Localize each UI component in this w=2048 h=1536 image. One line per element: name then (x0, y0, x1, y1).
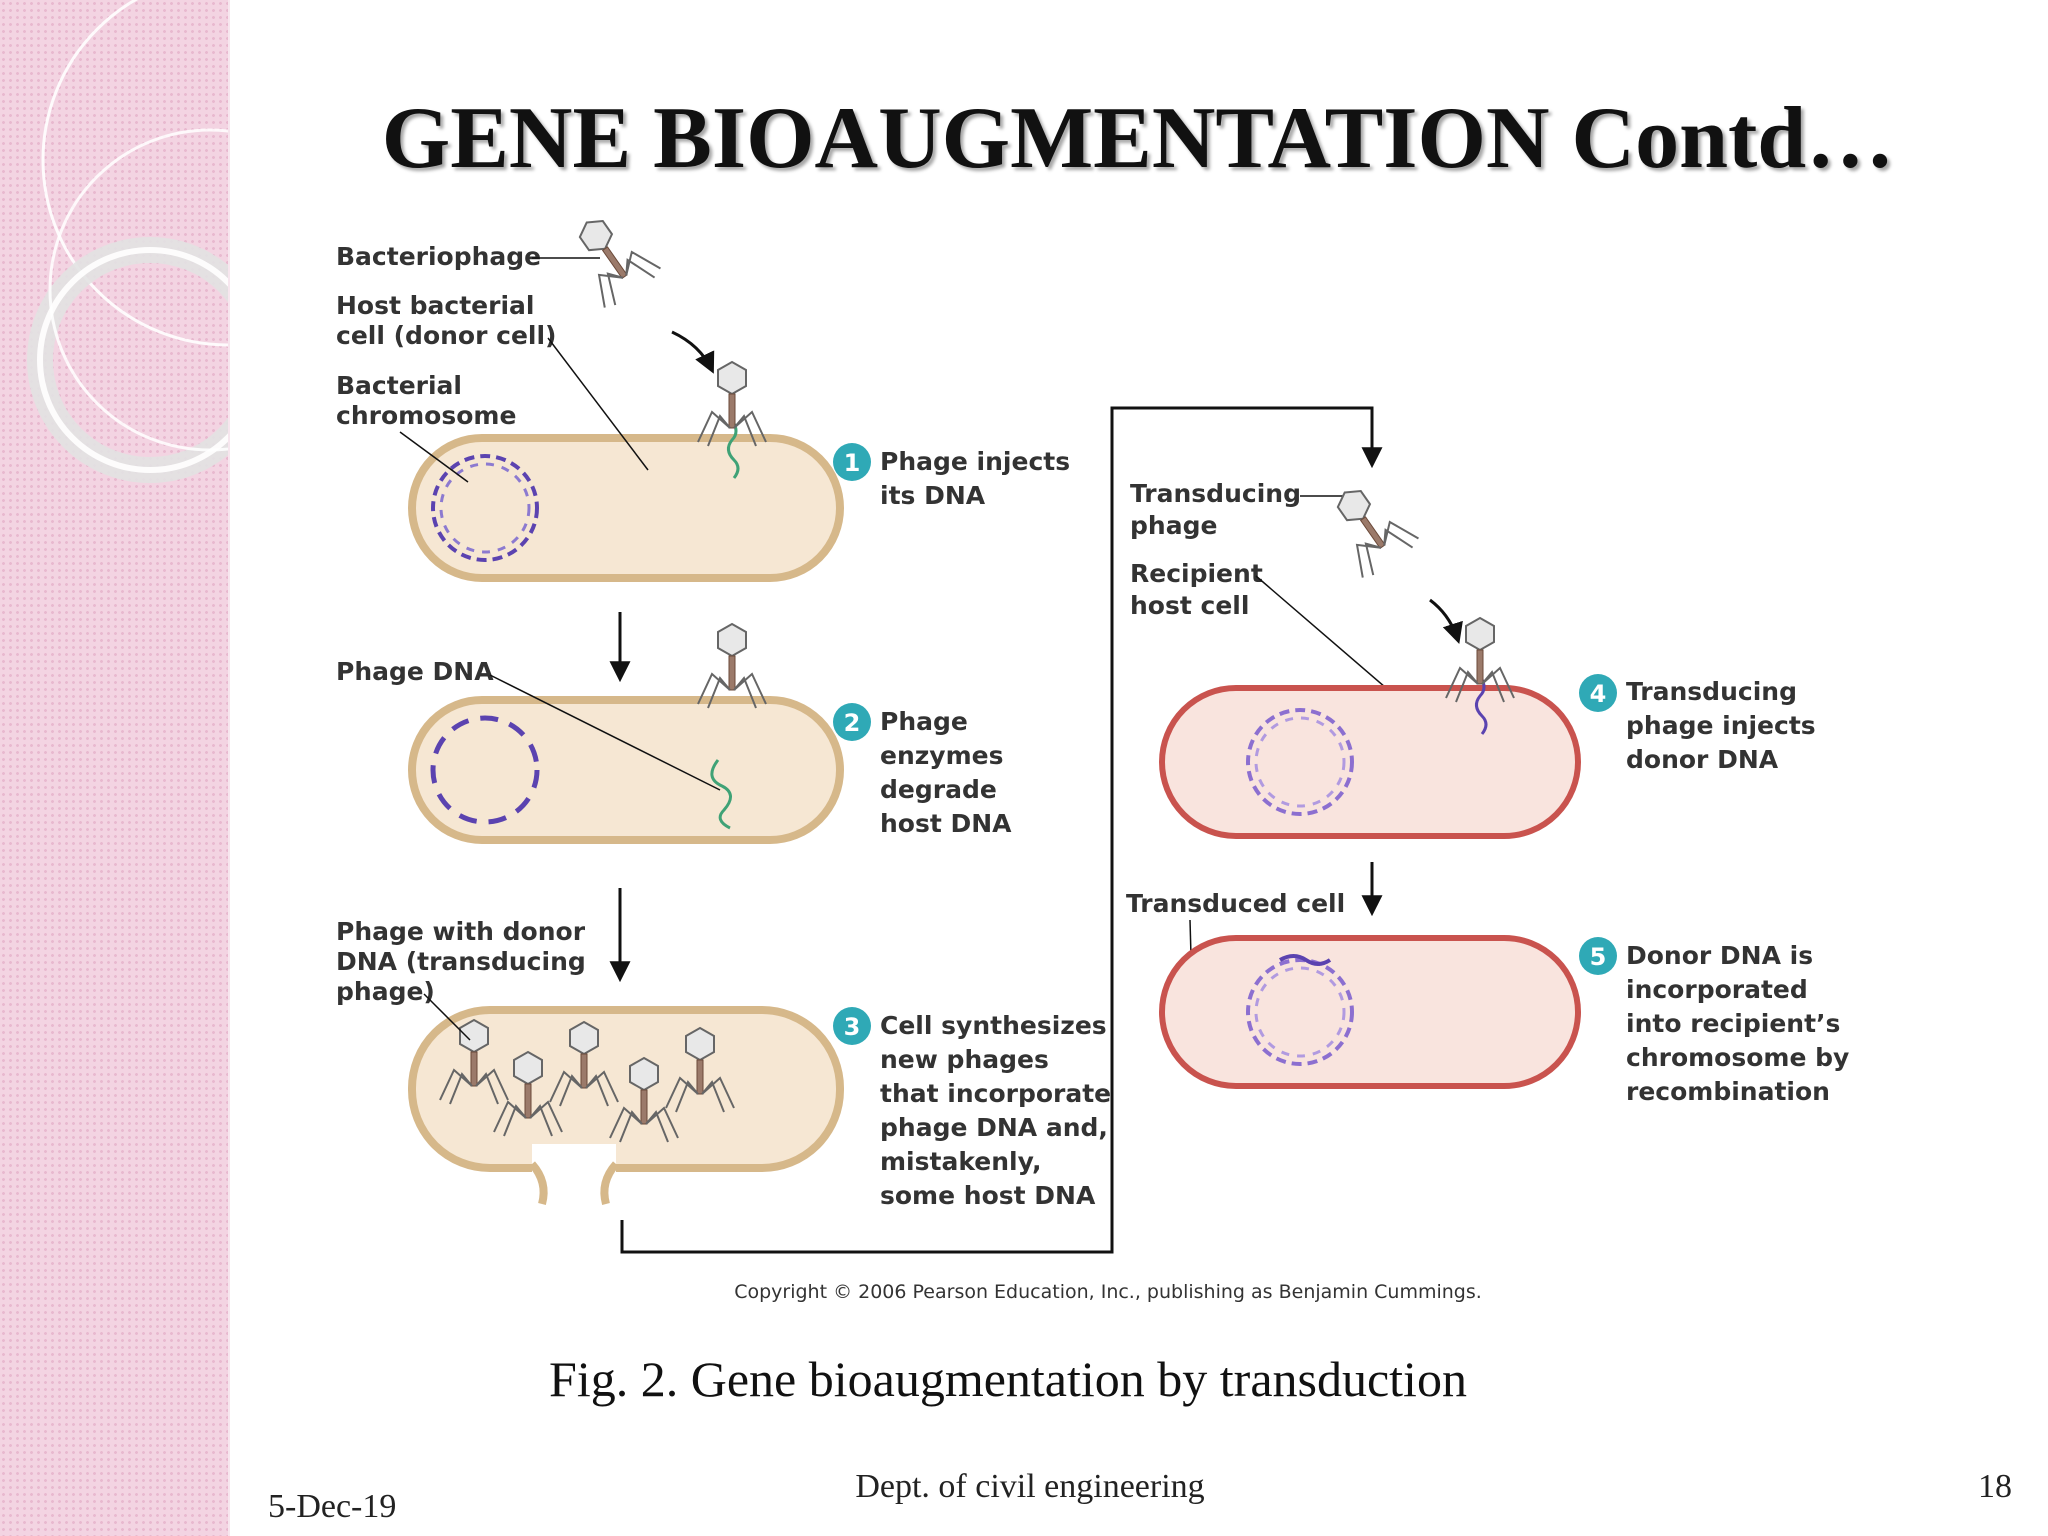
svg-text:chromosome by: chromosome by (1626, 1043, 1849, 1072)
svg-text:1: 1 (844, 449, 861, 477)
svg-text:Phage injects: Phage injects (880, 447, 1070, 476)
page-number: 18 (1978, 1468, 2012, 1505)
svg-text:phage DNA and,: phage DNA and, (880, 1113, 1108, 1142)
donor-cell-step3 (408, 1006, 844, 1206)
svg-text:4: 4 (1590, 680, 1607, 708)
slide-title: GENE BIOAUGMENTATION Contd… (381, 90, 1895, 187)
label-phage-dna: Phage DNA (336, 657, 494, 686)
process-connector (620, 406, 1383, 1254)
transduction-diagram: Bacteriophage Host bacterial cell (donor… (336, 220, 1849, 1303)
step-5: 5 Donor DNA is incorporated into recipie… (1579, 937, 1849, 1106)
svg-text:Donor DNA is: Donor DNA is (1626, 941, 1813, 970)
footer-department: Dept. of civil engineering (855, 1468, 1205, 1505)
label-host-cell-1: Host bacterial (336, 291, 534, 320)
svg-text:3: 3 (844, 1013, 861, 1041)
svg-text:some host DNA: some host DNA (880, 1181, 1096, 1210)
step-3: 3 Cell synthesizes new phages that incor… (833, 1007, 1111, 1210)
svg-text:donor DNA: donor DNA (1626, 745, 1779, 774)
label-phage-donor-2: DNA (transducing (336, 947, 586, 976)
recipient-cell-step4 (1159, 617, 1581, 839)
svg-text:new phages: new phages (880, 1045, 1049, 1074)
svg-text:host DNA: host DNA (880, 809, 1012, 838)
svg-text:recombination: recombination (1626, 1077, 1830, 1106)
svg-text:phage injects: phage injects (1626, 711, 1816, 740)
svg-text:Cell synthesizes: Cell synthesizes (880, 1011, 1107, 1040)
transduced-cell-step5 (1159, 935, 1581, 1089)
label-transducing-phage-2: phage (1130, 511, 1217, 540)
step-1: 1 Phage injects its DNA (833, 443, 1070, 510)
sidebar-decoration (0, 0, 230, 1536)
transducing-phage-free (1315, 471, 1463, 644)
label-recipient-2: host cell (1130, 591, 1249, 620)
step-4: 4 Transducing phage injects donor DNA (1579, 674, 1816, 774)
svg-text:Phage: Phage (880, 707, 968, 736)
label-transducing-phage-1: Transducing (1130, 479, 1301, 508)
figure-caption: Fig. 2. Gene bioaugmentation by transduc… (549, 1351, 1467, 1407)
svg-text:into recipient’s: into recipient’s (1626, 1009, 1840, 1038)
footer-date: 5-Dec-19 (268, 1488, 397, 1525)
svg-text:that incorporate: that incorporate (880, 1079, 1111, 1108)
svg-text:enzymes: enzymes (880, 741, 1004, 770)
label-recipient-1: Recipient (1130, 559, 1263, 588)
bacteriophage-free (557, 220, 715, 374)
step-2: 2 Phage enzymes degrade host DNA (833, 703, 1012, 838)
label-bacterial-chromosome-2: chromosome (336, 401, 516, 430)
svg-text:5: 5 (1590, 943, 1607, 971)
svg-text:its DNA: its DNA (880, 481, 986, 510)
svg-text:degrade: degrade (880, 775, 997, 804)
svg-text:mistakenly,: mistakenly, (880, 1147, 1041, 1176)
label-bacteriophage: Bacteriophage (336, 242, 541, 271)
svg-text:2: 2 (844, 709, 861, 737)
label-phage-donor-3: phage) (336, 977, 435, 1006)
donor-cell-step2 (408, 623, 844, 844)
donor-cell-step1 (408, 361, 844, 582)
label-transduced-cell: Transduced cell (1126, 889, 1345, 918)
svg-text:incorporated: incorporated (1626, 975, 1808, 1004)
label-phage-donor-1: Phage with donor (336, 917, 586, 946)
svg-text:Transducing: Transducing (1626, 677, 1797, 706)
label-bacterial-chromosome-1: Bacterial (336, 371, 462, 400)
copyright-note: Copyright © 2006 Pearson Education, Inc.… (734, 1281, 1482, 1303)
label-host-cell-2: cell (donor cell) (336, 321, 556, 350)
decorative-rings (27, 0, 228, 483)
